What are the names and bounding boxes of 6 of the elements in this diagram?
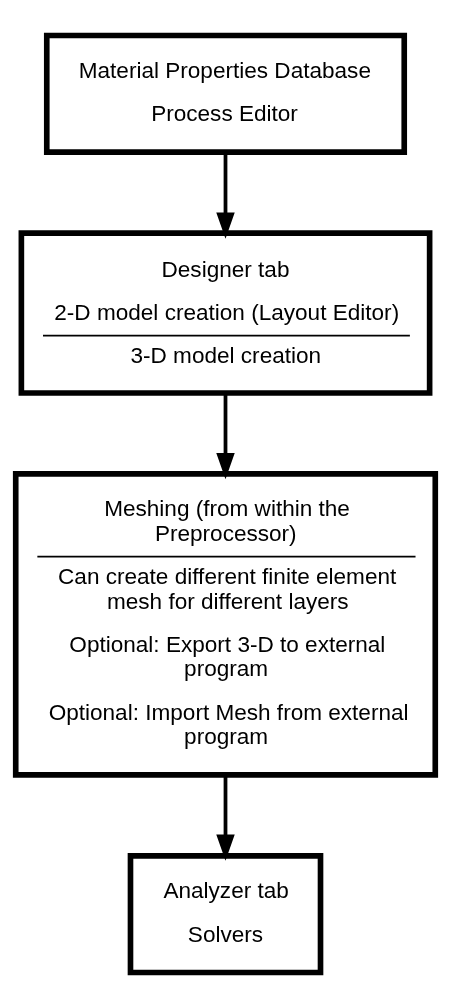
node-box: Meshing (from within the Preprocessor) Can create different finite element mesh for different layers Optional: Export 3-D to external program Optional: Import Mesh from external program — [12, 470, 439, 778]
node-box: Material Properties Database Process Editor — [43, 32, 408, 155]
node-box: Designer tab 2-D model creation (Layout Editor) 3-D model creation — [18, 229, 433, 396]
arrow — [216, 774, 235, 861]
arrow — [216, 392, 235, 479]
node-box: Analyzer tab Solvers — [127, 852, 324, 975]
